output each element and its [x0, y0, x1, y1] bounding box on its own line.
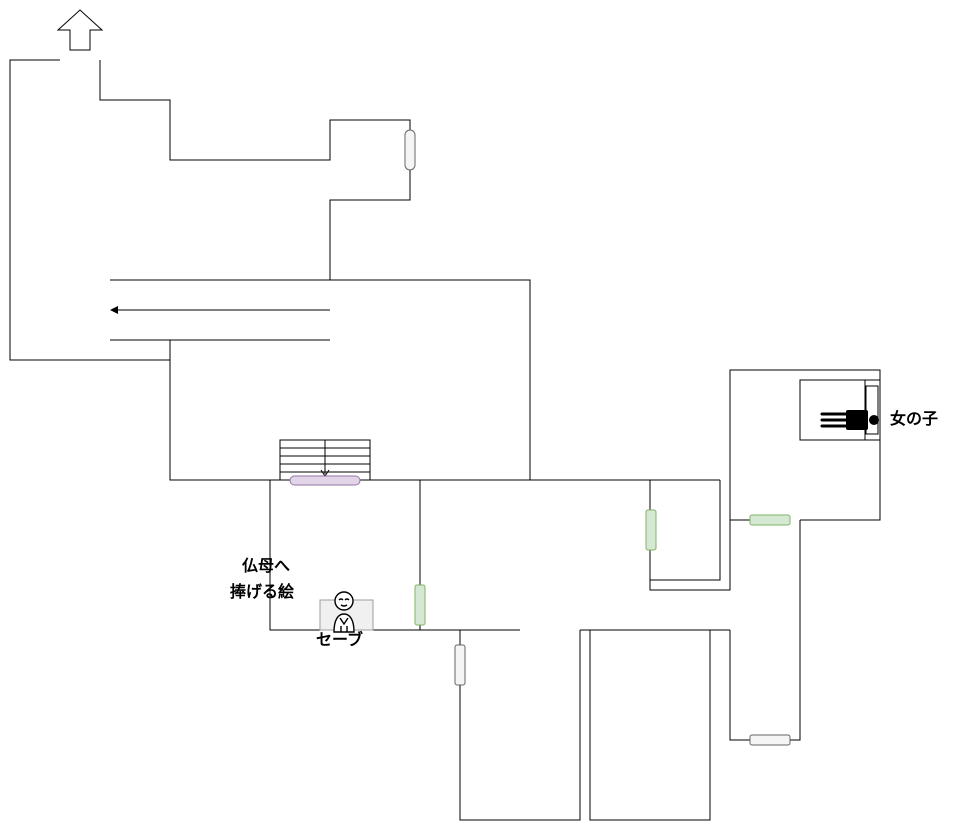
girl-label: 女の子 — [890, 409, 939, 428]
door-gray — [749, 734, 791, 746]
door-gray — [454, 644, 466, 686]
person-lying-icon — [820, 410, 879, 430]
up-arrow-icon — [56, 9, 104, 51]
left-arrow-icon — [110, 306, 330, 314]
walls — [9, 59, 881, 821]
painting-label-line2: 捧げる絵 — [230, 582, 295, 601]
doors — [289, 129, 791, 746]
save-label: セーブ — [316, 630, 364, 649]
door-green — [749, 514, 791, 526]
jizo-statue-icon — [333, 591, 355, 633]
door-green — [645, 509, 657, 551]
stairs-icon — [279, 439, 371, 481]
door-purple — [289, 475, 361, 486]
door-gray — [404, 129, 416, 171]
painting-label-line1: 仏母へ — [242, 556, 291, 575]
door-green — [414, 584, 426, 626]
